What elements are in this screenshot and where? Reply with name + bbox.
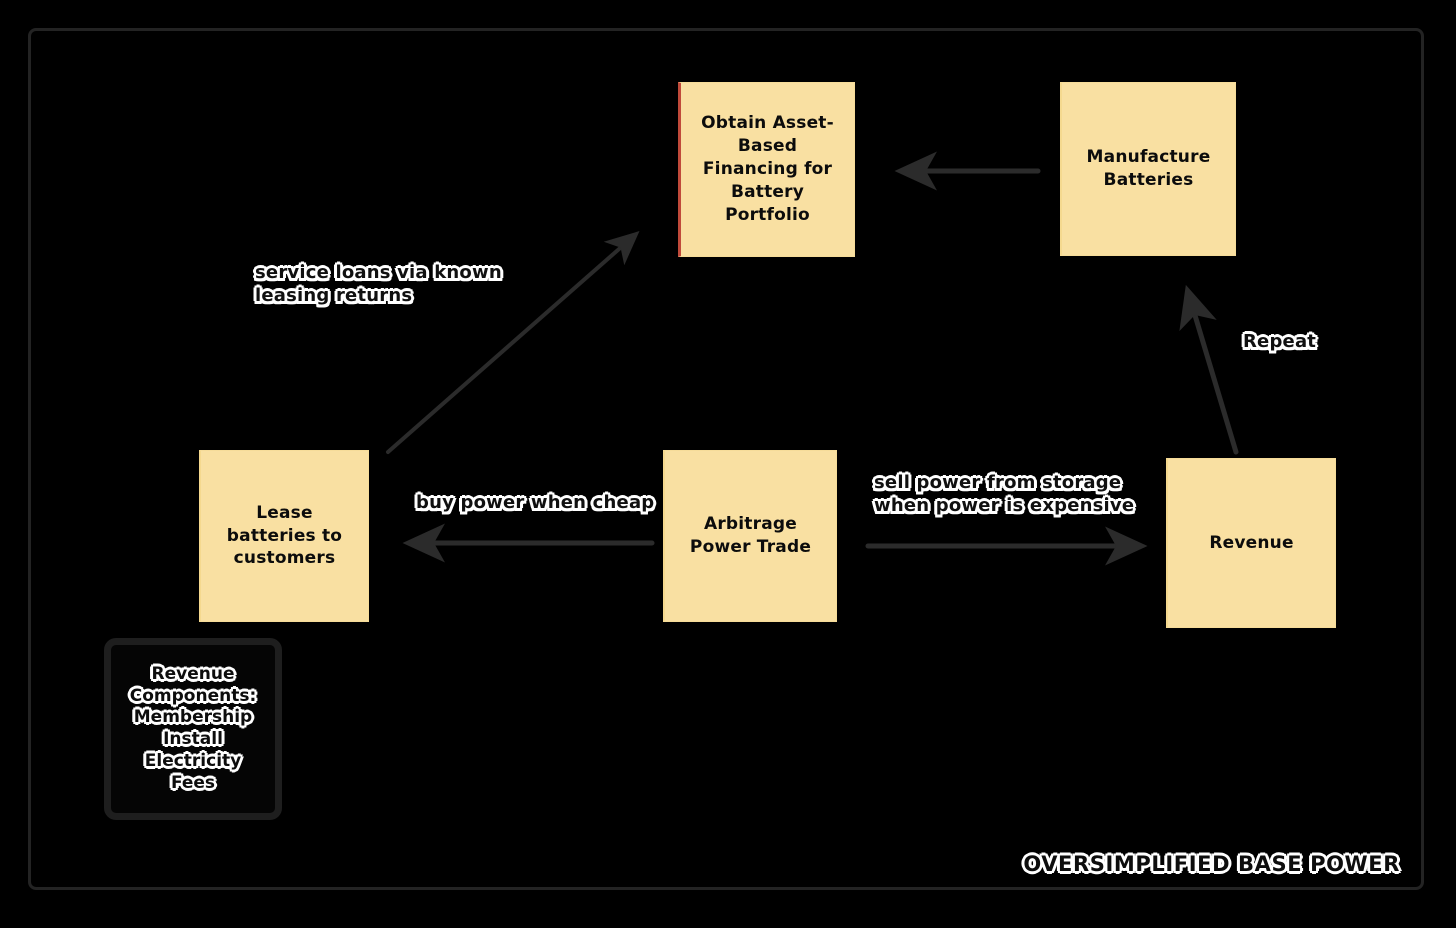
node-obtain-financing-label: Obtain Asset- Based Financing for Batter… <box>701 113 834 225</box>
node-revenue[interactable]: Revenue <box>1166 458 1336 628</box>
diagram-caption: OVERSIMPLIFIED BASE POWER <box>1023 852 1400 876</box>
node-manufacture-batteries[interactable]: Manufacture Batteries <box>1060 82 1236 256</box>
node-lease-batteries[interactable]: Lease batteries to customers <box>199 450 369 622</box>
note-revenue-components[interactable]: Revenue Components: Membership Install E… <box>104 638 282 820</box>
node-revenue-label: Revenue <box>1209 532 1294 553</box>
node-arbitrage-power-trade-label: Arbitrage Power Trade <box>689 514 812 557</box>
edge-label-repeat: Repeat <box>1243 331 1317 352</box>
note-revenue-components-text: Revenue Components: Membership Install E… <box>129 663 257 793</box>
edge-label-service-loans: service loans via known leasing returns <box>255 262 502 306</box>
edge-label-buy-power: buy power when cheap <box>416 492 655 513</box>
node-obtain-financing[interactable]: Obtain Asset- Based Financing for Batter… <box>678 82 855 257</box>
edge-label-sell-power: sell power from storage when power is ex… <box>874 472 1135 516</box>
node-manufacture-batteries-label: Manufacture Batteries <box>1086 147 1211 190</box>
node-arbitrage-power-trade[interactable]: Arbitrage Power Trade <box>663 450 837 622</box>
whiteboard-frame <box>28 28 1424 890</box>
node-lease-batteries-label: Lease batteries to customers <box>226 502 343 569</box>
